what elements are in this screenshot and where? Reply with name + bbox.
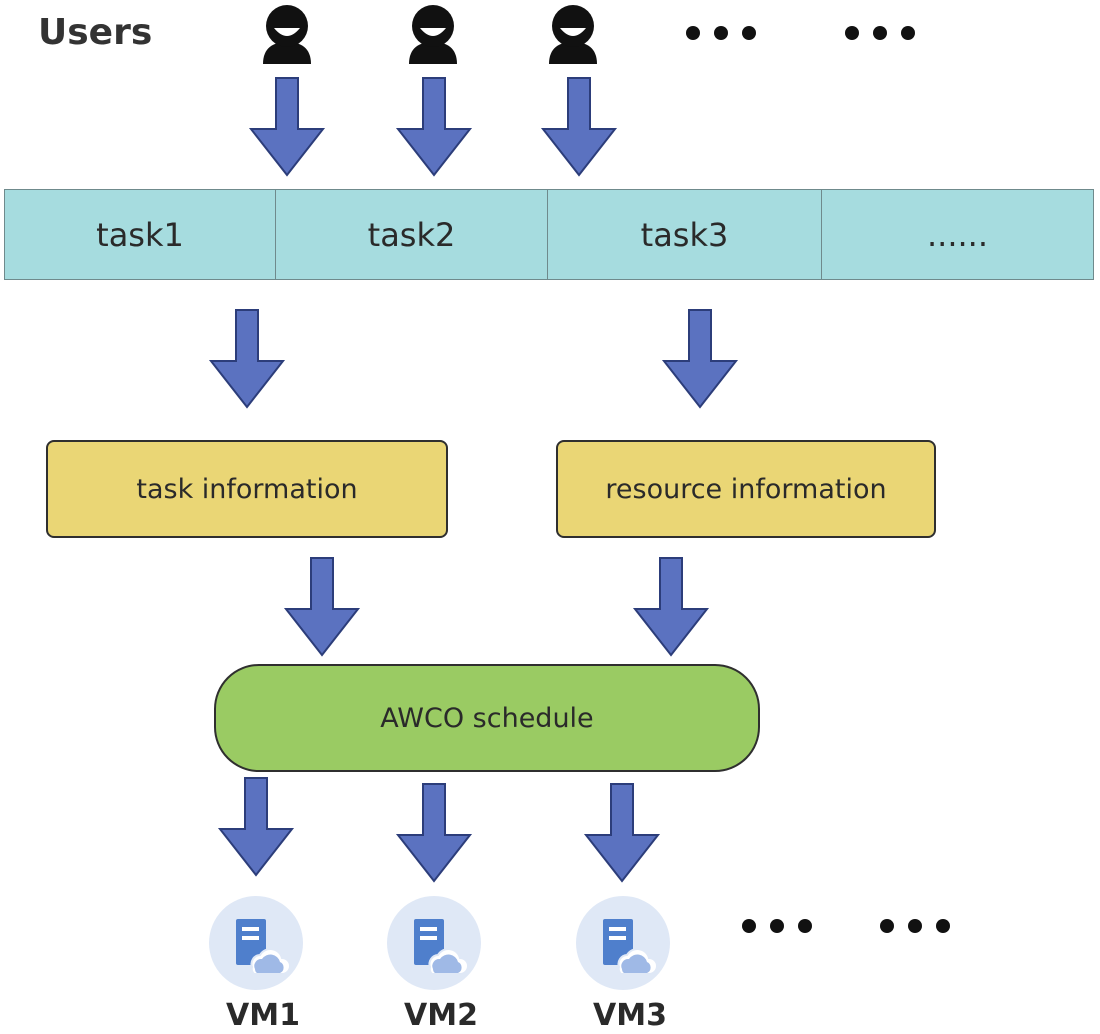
down-arrow (283, 557, 361, 657)
down-arrow (632, 557, 710, 657)
down-arrow (217, 777, 295, 877)
task-information-box: task information (46, 440, 448, 538)
task-cell-1: task1 (4, 189, 276, 280)
vm-label-1: VM1 (226, 998, 300, 1033)
vm-server-cloud-icon (387, 896, 481, 990)
task-cell-3: task3 (547, 189, 822, 280)
user-icon (409, 5, 457, 64)
ellipsis-dots-icon (742, 919, 812, 933)
resource-information-box: resource information (556, 440, 936, 538)
vm-server-cloud-icon (209, 896, 303, 990)
down-arrow (208, 309, 286, 409)
down-arrow (395, 783, 473, 883)
down-arrow (540, 77, 618, 177)
ellipsis-dots-icon (686, 26, 756, 40)
awco-schedule-box: AWCO schedule (214, 664, 760, 772)
user-icon (549, 5, 597, 64)
user-icon (263, 5, 311, 64)
task-cell-2: task2 (275, 189, 548, 280)
vm-label-2: VM2 (404, 998, 478, 1033)
task-cell-more: ...... (821, 189, 1094, 280)
ellipsis-dots-icon (880, 919, 950, 933)
down-arrow (248, 77, 326, 177)
down-arrow (661, 309, 739, 409)
users-label: Users (38, 12, 153, 53)
vm-server-cloud-icon (576, 896, 670, 990)
down-arrow (395, 77, 473, 177)
ellipsis-dots-icon (845, 26, 915, 40)
vm-label-3: VM3 (593, 998, 667, 1033)
down-arrow (583, 783, 661, 883)
